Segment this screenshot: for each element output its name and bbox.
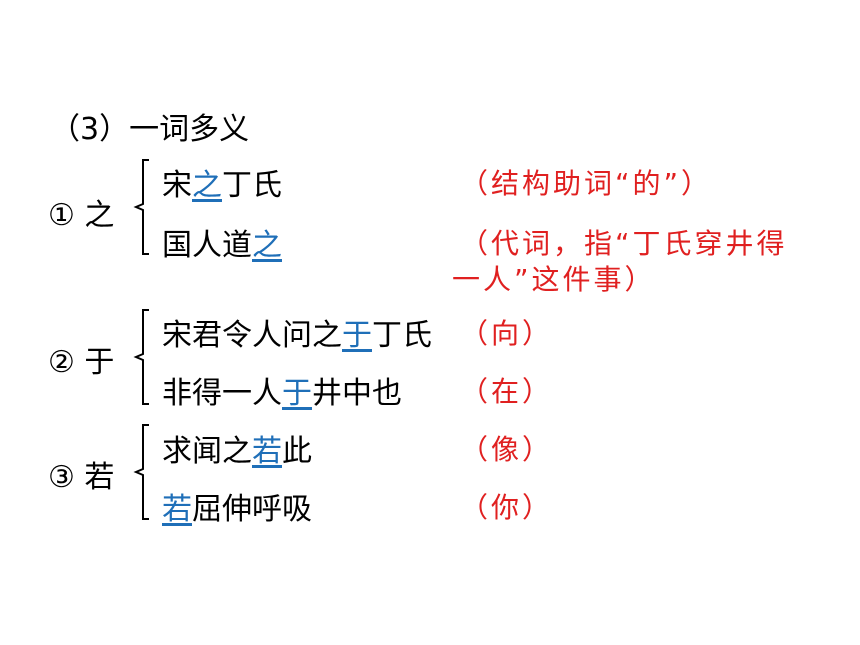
group-label-ruo: ③ 若 <box>48 460 115 495</box>
example-line: 国人道之 <box>162 228 282 263</box>
meaning-note: （你） <box>460 491 554 524</box>
meaning-note: （结构助词“的”） <box>460 167 713 200</box>
example-line: 若屈伸呼吸 <box>162 492 312 527</box>
group-label-yu: ② 于 <box>48 345 115 380</box>
meaning-note-continued: 一人”这件事） <box>452 263 656 296</box>
example-line: 求闻之若此 <box>162 434 312 469</box>
meaning-note: （像） <box>460 433 554 466</box>
meaning-note: （在） <box>460 375 554 408</box>
meaning-note: （向） <box>460 317 554 350</box>
example-line: 宋之丁氏 <box>162 168 282 203</box>
meaning-note: （代词，指“丁氏穿井得 <box>460 227 788 260</box>
group-label-zhi: ① 之 <box>48 198 115 233</box>
brace-icon <box>133 309 149 405</box>
example-line: 宋君令人问之于丁氏 <box>162 318 432 353</box>
section-heading: （3）一词多义 <box>50 112 250 147</box>
example-line: 非得一人于井中也 <box>162 376 402 411</box>
brace-icon <box>133 159 149 255</box>
brace-icon <box>133 424 149 520</box>
